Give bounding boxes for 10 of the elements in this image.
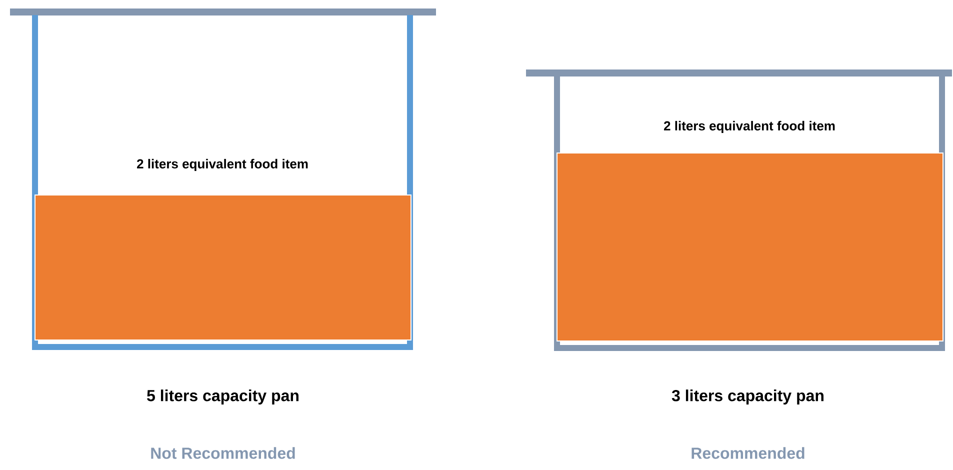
capacity-label: 3 liters capacity pan	[672, 390, 824, 404]
verdict-label: Not Recommended	[151, 447, 295, 459]
pan-label: 2 liters equivalent food item	[137, 158, 308, 172]
pan-drawing	[10, 8, 436, 350]
verdict-label: Recommended	[692, 447, 804, 459]
capacity-label: 5 liters capacity pan	[147, 390, 298, 404]
food-block	[34, 194, 412, 340]
pan-label: 2 liters equivalent food item	[664, 120, 835, 134]
pan-drawing	[526, 70, 952, 351]
food-block	[556, 152, 944, 342]
